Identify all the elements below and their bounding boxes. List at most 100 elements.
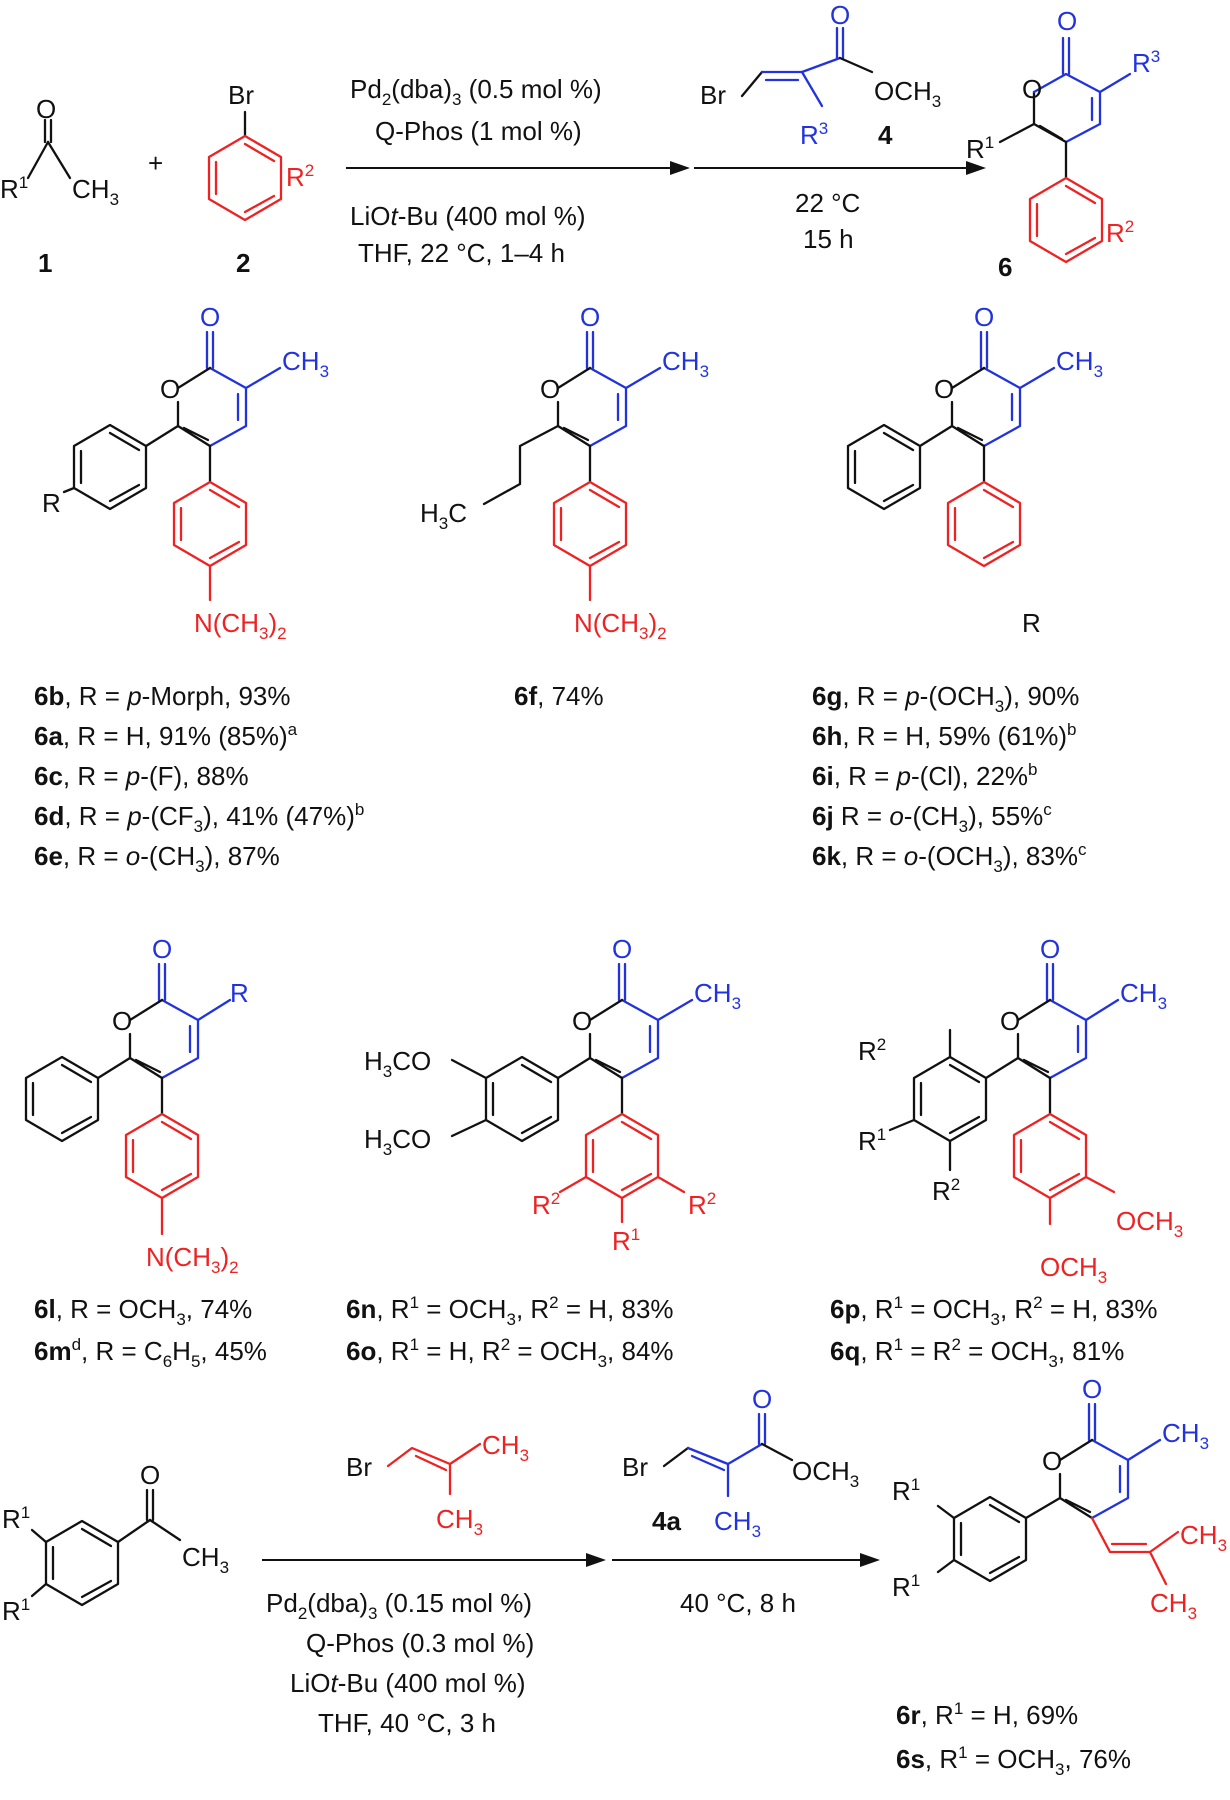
carbonyl-o: O [580, 302, 600, 332]
methoxy-upper: H3CO [364, 1046, 431, 1081]
entry-6m: 6md, R = C6H5, 45% [34, 1335, 267, 1371]
compound-2: Br R2 2 [207, 80, 314, 278]
methyl-label: CH3 [72, 174, 119, 209]
bromine-label: Br [228, 80, 254, 110]
entry-6o: 6o, R1 = H, R2 = OCH3, 84% [346, 1335, 674, 1371]
vinyl-methyl-lower: CH3 [436, 1504, 483, 1539]
methyl: CH3 [694, 978, 741, 1013]
entry-6p: 6p, R1 = OCH3, R2 = H, 83% [830, 1293, 1158, 1329]
structure-6a-6e: O O CH3 R N(CH3)2 [42, 302, 329, 643]
compound-label-1: 1 [38, 248, 52, 278]
reagent4a-methyl: CH3 [714, 1506, 761, 1541]
ring-o: O [934, 374, 954, 404]
methoxy-meta: OCH3 [1116, 1206, 1183, 1241]
entry-6d: 6d, R = p-(CF3), 41% (47%)b [34, 800, 364, 836]
methyl: CH3 [1056, 346, 1103, 381]
step1-line4: THF, 22 °C, 1–4 h [358, 238, 565, 268]
entry-6c: 6c, R = p-(F), 88% [34, 761, 249, 791]
r-substituent: R [1022, 608, 1041, 638]
product6-r3: R3 [1132, 47, 1160, 78]
entry-6g: 6g, R = p-(OCH3), 90% [812, 681, 1079, 716]
entry-6k: 6k, R = o-(OCH3), 83%c [812, 840, 1087, 876]
step2-line2: 15 h [803, 224, 854, 254]
entry-6l: 6l, R = OCH3, 74% [34, 1294, 252, 1329]
r1-label: R1 [0, 173, 28, 204]
product6-r2: R2 [1106, 217, 1134, 248]
bstep1-line1: Pd2(dba)3 (0.15 mol %) [266, 1588, 532, 1623]
methyl: CH3 [662, 346, 709, 381]
carbonyl-o: O [200, 302, 220, 332]
bstep1-line2: Q-Phos (0.3 mol %) [306, 1628, 534, 1658]
r2-left: R2 [532, 1189, 560, 1220]
structure-6g-6k: O O CH3 R [846, 302, 1103, 638]
methyl: CH3 [282, 346, 329, 381]
bottom-arrow-step-1: Pd2(dba)3 (0.15 mol %) Q-Phos (0.3 mol %… [262, 1553, 606, 1738]
arrow-step-2: 22 °C 15 h [694, 161, 986, 254]
ring-o: O [540, 374, 560, 404]
entry-6r: 6r, R1 = H, 69% [896, 1699, 1078, 1730]
entries-6a-6e: 6b, R = p-Morph, 93% 6a, R = H, 91% (85%… [34, 681, 364, 876]
r1-para: R1 [612, 1225, 640, 1256]
r2-right: R2 [688, 1189, 716, 1220]
product6-carbonyl-o: O [1057, 6, 1077, 36]
methyl: CH3 [182, 1542, 229, 1577]
reagent-4: Br O OCH3 R3 4 [700, 0, 941, 150]
ring-o: O [160, 374, 180, 404]
entries-6g-6k: 6g, R = p-(OCH3), 90% 6h, R = H, 59% (61… [812, 681, 1087, 876]
entry-6q: 6q, R1 = R2 = OCH3, 81% [830, 1335, 1124, 1371]
ring-o: O [112, 1006, 132, 1036]
reagent4-carbonyl-o: O [830, 0, 850, 30]
product6-ring-o: O [1022, 74, 1042, 104]
reagent4a-carbonyl-o: O [752, 1384, 772, 1414]
carbonyl-o: O [1082, 1374, 1102, 1404]
ring-o: O [1042, 1446, 1062, 1476]
carbonyl-o: O [152, 934, 172, 964]
compound-label-2: 2 [236, 248, 250, 278]
plus-sign: + [148, 148, 163, 178]
compound-1: O R1 CH3 1 [0, 94, 119, 278]
isobutenyl-methyl-lower: CH3 [1150, 1588, 1197, 1623]
propyl-terminus: H3C [420, 498, 467, 533]
reagent4-methoxy: OCH3 [874, 76, 941, 111]
arrow-step-1: Pd2(dba)3 (0.5 mol %) Q-Phos (1 mol %) L… [346, 74, 690, 268]
methoxy-para: OCH3 [1040, 1252, 1107, 1287]
vinyl-methyl-upper: CH3 [482, 1430, 529, 1465]
reagent-4a: Br O OCH3 CH3 4a [622, 1384, 859, 1541]
step2-line1: 22 °C [795, 188, 860, 218]
bottom-starting-ketone: O CH3 R1 R1 [2, 1460, 229, 1626]
compound-label-4a: 4a [652, 1506, 681, 1536]
r1-upper: R1 [2, 1503, 30, 1534]
r-substituent: R [42, 488, 61, 518]
r2-bottom: R2 [932, 1175, 960, 1206]
carbonyl-o: O [612, 934, 632, 964]
dimethylamino: N(CH3)2 [146, 1242, 239, 1277]
step1-line2: Q-Phos (1 mol %) [375, 116, 582, 146]
bottom-arrow-step-2: 40 °C, 8 h [612, 1553, 880, 1618]
bottom-product-6r-6s: O O CH3 R1 R1 CH3 CH3 6r, R1 = H, 69% 6s… [892, 1374, 1227, 1779]
vinyl-bromine: Br [346, 1452, 372, 1482]
r1-lower: R1 [2, 1595, 30, 1626]
entry-6a: 6a, R = H, 91% (85%)a [34, 720, 298, 751]
structure-6f: O O CH3 H3C N(CH3)2 6f, 74% [420, 302, 709, 711]
product6-r1: R1 [966, 133, 994, 164]
r2-label: R2 [286, 161, 314, 192]
methyl: CH3 [1120, 978, 1167, 1013]
carbonyl-o: O [1040, 934, 1060, 964]
methyl: CH3 [1162, 1418, 1209, 1453]
compound-label-4: 4 [878, 120, 893, 150]
compound-label-6: 6 [998, 252, 1012, 282]
ring-o: O [572, 1006, 592, 1036]
bstep1-line4: THF, 40 °C, 3 h [318, 1708, 496, 1738]
carbonyl-o: O [140, 1460, 160, 1490]
structure-6l-6m: O O R N(CH3)2 6l, R = OCH3, 74% 6md, R =… [24, 934, 267, 1371]
bstep2-conditions: 40 °C, 8 h [680, 1588, 796, 1618]
entry-6f: 6f, 74% [514, 681, 604, 711]
methoxy-lower: H3CO [364, 1124, 431, 1159]
bottom-vinyl-bromide: Br CH3 CH3 [346, 1430, 529, 1539]
r1-left: R1 [858, 1125, 886, 1156]
ring-o: O [1000, 1006, 1020, 1036]
bstep1-line3: LiOt-Bu (400 mol %) [290, 1668, 526, 1698]
reagent4-bromine: Br [700, 80, 726, 110]
carbonyl-oxygen: O [36, 94, 56, 124]
entry-6e: 6e, R = o-(CH3), 87% [34, 841, 280, 876]
